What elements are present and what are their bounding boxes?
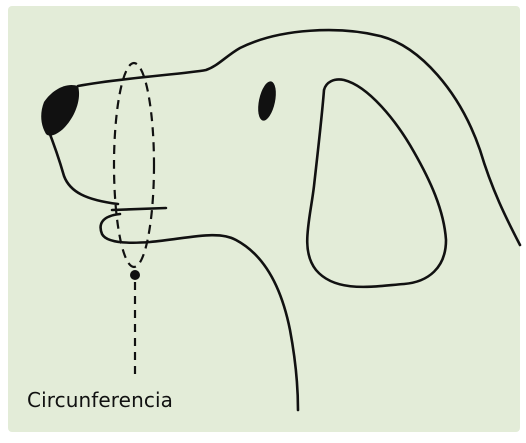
circumference-loop [114, 63, 154, 267]
caption-label: Circunferencia [27, 388, 173, 412]
head-outline [78, 30, 520, 245]
jaw-outline [101, 214, 298, 410]
nose-icon [41, 85, 79, 136]
ear-outline [307, 79, 446, 286]
lip-line [112, 208, 166, 210]
leader-dot [130, 270, 140, 280]
muzzle-outline [46, 124, 118, 204]
eye-icon [255, 80, 279, 122]
